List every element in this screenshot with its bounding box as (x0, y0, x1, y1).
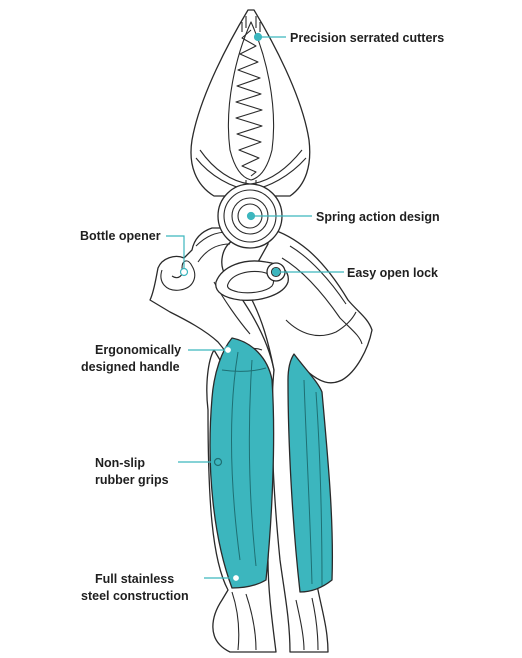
callout-non-slip-grips-line2: rubber grips (95, 473, 169, 487)
callout-stainless-steel-line1: Full stainless (95, 572, 174, 586)
callout-leaders (166, 32, 344, 583)
callout-ergonomic-handle-line1: Ergonomically (95, 343, 181, 357)
callout-labels: Precision serrated cutters Spring action… (80, 31, 444, 603)
left-rubber-grip (209, 337, 275, 589)
callout-spring-action-design: Spring action design (316, 210, 440, 224)
callout-ergonomic-handle-line2: designed handle (81, 360, 180, 374)
callout-non-slip-grips-line1: Non-slip (95, 456, 145, 470)
lock-mechanism (215, 260, 289, 301)
callout-bottle-opener: Bottle opener (80, 229, 161, 243)
callout-easy-open-lock: Easy open lock (347, 266, 438, 280)
right-handle (247, 227, 373, 653)
serrated-cutter-teeth (235, 29, 263, 177)
callout-stainless-steel-line2: steel construction (81, 589, 189, 603)
rubber-grips (209, 337, 334, 593)
callout-precision-serrated-cutters: Precision serrated cutters (290, 31, 444, 45)
cutter-jaws (190, 9, 311, 197)
